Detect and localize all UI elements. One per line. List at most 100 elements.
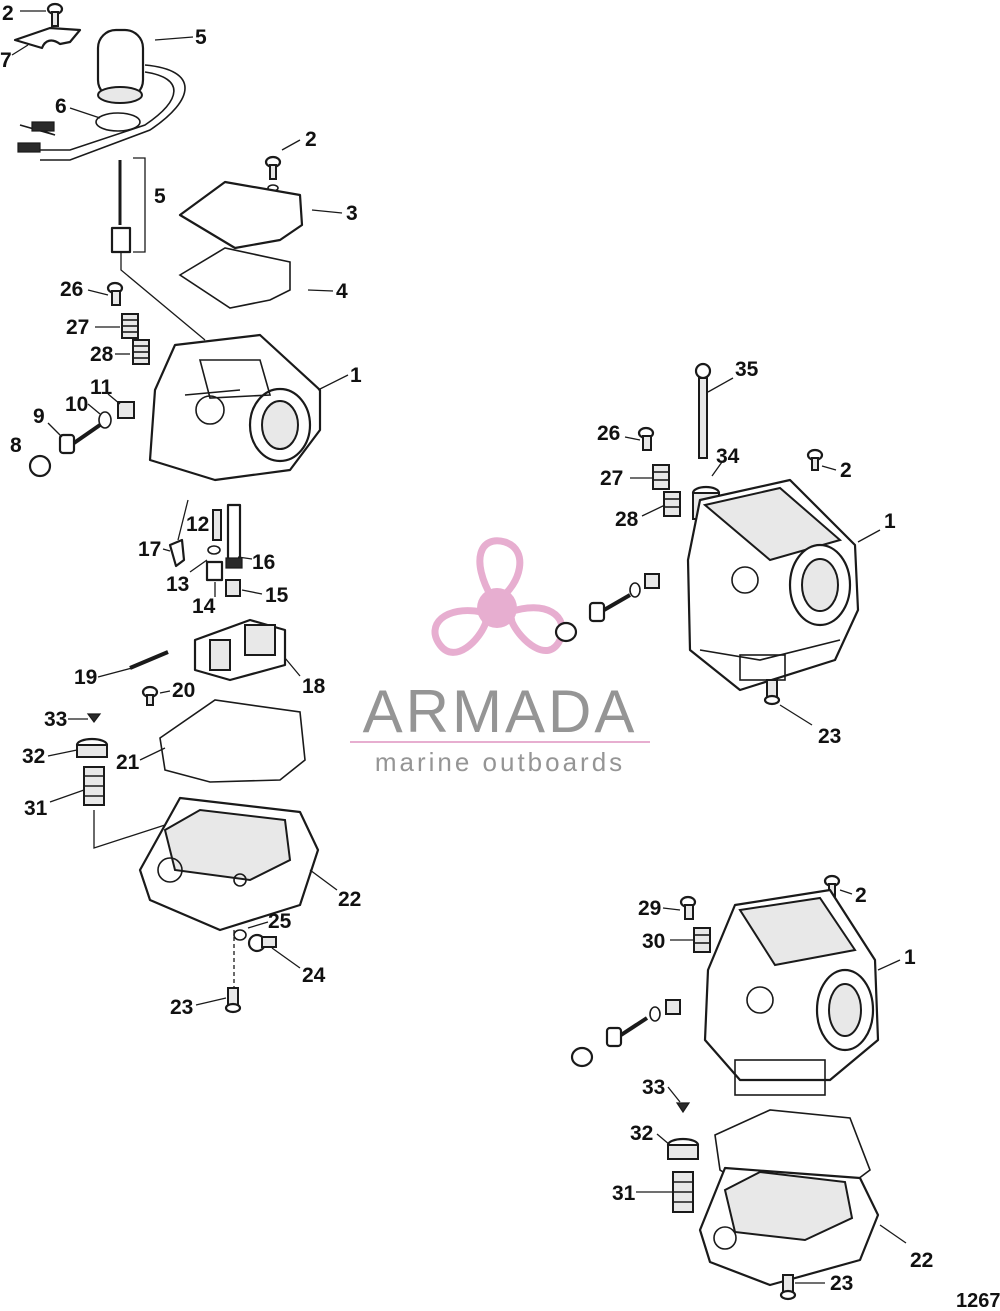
jet-icon xyxy=(225,579,241,597)
callout-11: 11 xyxy=(90,376,113,399)
callout-3: 3 xyxy=(346,202,358,225)
callout-24: 24 xyxy=(302,964,326,987)
carburetor-body-icon xyxy=(686,478,860,692)
solenoid-icon xyxy=(17,28,186,161)
screw-icon xyxy=(806,448,824,471)
callout-23: 23 xyxy=(170,996,193,1019)
screw-icon xyxy=(637,426,655,451)
plunger-cap-icon xyxy=(75,737,109,758)
watermark-brand: ARMADA xyxy=(363,678,638,745)
callout-32: 32 xyxy=(22,745,45,768)
screw-icon xyxy=(106,281,124,306)
callout-1: 1 xyxy=(350,364,362,387)
mixture-screw-icon xyxy=(58,423,102,455)
float-valve-icon xyxy=(168,538,186,568)
mixture-screw-icon xyxy=(554,573,660,643)
callout-2: 2 xyxy=(840,459,852,482)
armada-watermark: ARMADA marine outboards xyxy=(350,537,650,777)
screw-icon xyxy=(224,987,242,1014)
o-ring-icon xyxy=(95,112,141,132)
drain-screw-icon xyxy=(247,933,277,953)
cap-icon xyxy=(28,454,52,478)
callout-6: 6 xyxy=(55,95,67,118)
leader-lines-middle xyxy=(624,377,881,726)
callout-31: 31 xyxy=(612,1182,636,1205)
jet-icon xyxy=(225,503,243,569)
callout-12: 12 xyxy=(186,513,209,536)
float-bowl-icon xyxy=(138,796,320,932)
callout-7: 7 xyxy=(0,49,12,72)
spring-icon xyxy=(693,927,711,953)
callout-10: 10 xyxy=(65,393,88,416)
callout-18: 18 xyxy=(302,675,326,698)
float-icon xyxy=(193,618,287,682)
gasket-icon xyxy=(178,247,291,309)
callout-28: 28 xyxy=(90,343,114,366)
screw-icon xyxy=(679,895,697,920)
screw-icon xyxy=(86,713,102,723)
figure-id: 1267 xyxy=(956,1290,1000,1311)
screw-icon xyxy=(675,1102,691,1114)
mixture-screw-icon xyxy=(570,999,681,1068)
cover-plate-icon xyxy=(178,180,304,250)
leader-lines-left xyxy=(11,10,349,1006)
float-bowl-icon xyxy=(698,1166,880,1287)
callout-25: 25 xyxy=(268,910,292,933)
callout-32: 32 xyxy=(630,1122,653,1145)
spring-icon xyxy=(132,339,150,365)
float-pin-icon xyxy=(129,650,169,670)
screw-icon xyxy=(763,679,781,706)
callout-34: 34 xyxy=(716,445,740,468)
callout-28: 28 xyxy=(615,508,639,531)
callout-2: 2 xyxy=(305,128,317,151)
callout-4: 4 xyxy=(336,280,348,303)
callout-27: 27 xyxy=(66,316,89,339)
callout-17: 17 xyxy=(138,538,161,561)
callout-31: 31 xyxy=(24,797,48,820)
bracket-icon xyxy=(13,26,82,50)
watermark-tagline: marine outboards xyxy=(375,747,625,777)
callout-22: 22 xyxy=(338,888,361,911)
leader-lines-bottom xyxy=(636,889,907,1284)
spring-icon xyxy=(663,491,681,517)
left-assembly xyxy=(11,2,349,1014)
callout-23: 23 xyxy=(818,725,841,748)
carburetor-body-icon xyxy=(703,888,880,1096)
screw-icon xyxy=(141,685,159,706)
spring-icon xyxy=(117,401,135,419)
jet-icon xyxy=(205,560,224,582)
jet-needle-icon xyxy=(110,157,206,341)
spring-icon xyxy=(121,313,139,339)
screw-icon xyxy=(46,2,64,27)
propeller-logo-icon xyxy=(431,537,566,656)
callout-21: 21 xyxy=(116,751,140,774)
spring-icon xyxy=(83,766,105,806)
callout-2: 2 xyxy=(2,2,14,25)
callout-22: 22 xyxy=(910,1249,933,1272)
callout-26: 26 xyxy=(597,422,620,445)
callout-14: 14 xyxy=(192,595,216,618)
callout-30: 30 xyxy=(642,930,665,953)
callout-27: 27 xyxy=(600,467,623,490)
callout-15: 15 xyxy=(265,584,289,607)
choke-rod-icon xyxy=(694,362,712,459)
callout-1: 1 xyxy=(904,946,916,969)
o-ring-icon xyxy=(207,545,221,555)
callout-26: 26 xyxy=(60,278,83,301)
callout-19: 19 xyxy=(74,666,97,689)
spring-icon xyxy=(652,464,670,490)
callout-2: 2 xyxy=(855,884,867,907)
callout-33: 33 xyxy=(642,1076,665,1099)
o-ring-icon xyxy=(98,411,112,429)
washer-icon xyxy=(233,929,247,941)
plunger-cap-icon xyxy=(666,1137,700,1160)
callout-9: 9 xyxy=(33,405,45,428)
callout-8: 8 xyxy=(10,434,22,457)
screw-icon xyxy=(264,155,282,192)
callout-29: 29 xyxy=(638,897,661,920)
callout-5: 5 xyxy=(195,26,207,49)
callout-35: 35 xyxy=(735,358,759,381)
